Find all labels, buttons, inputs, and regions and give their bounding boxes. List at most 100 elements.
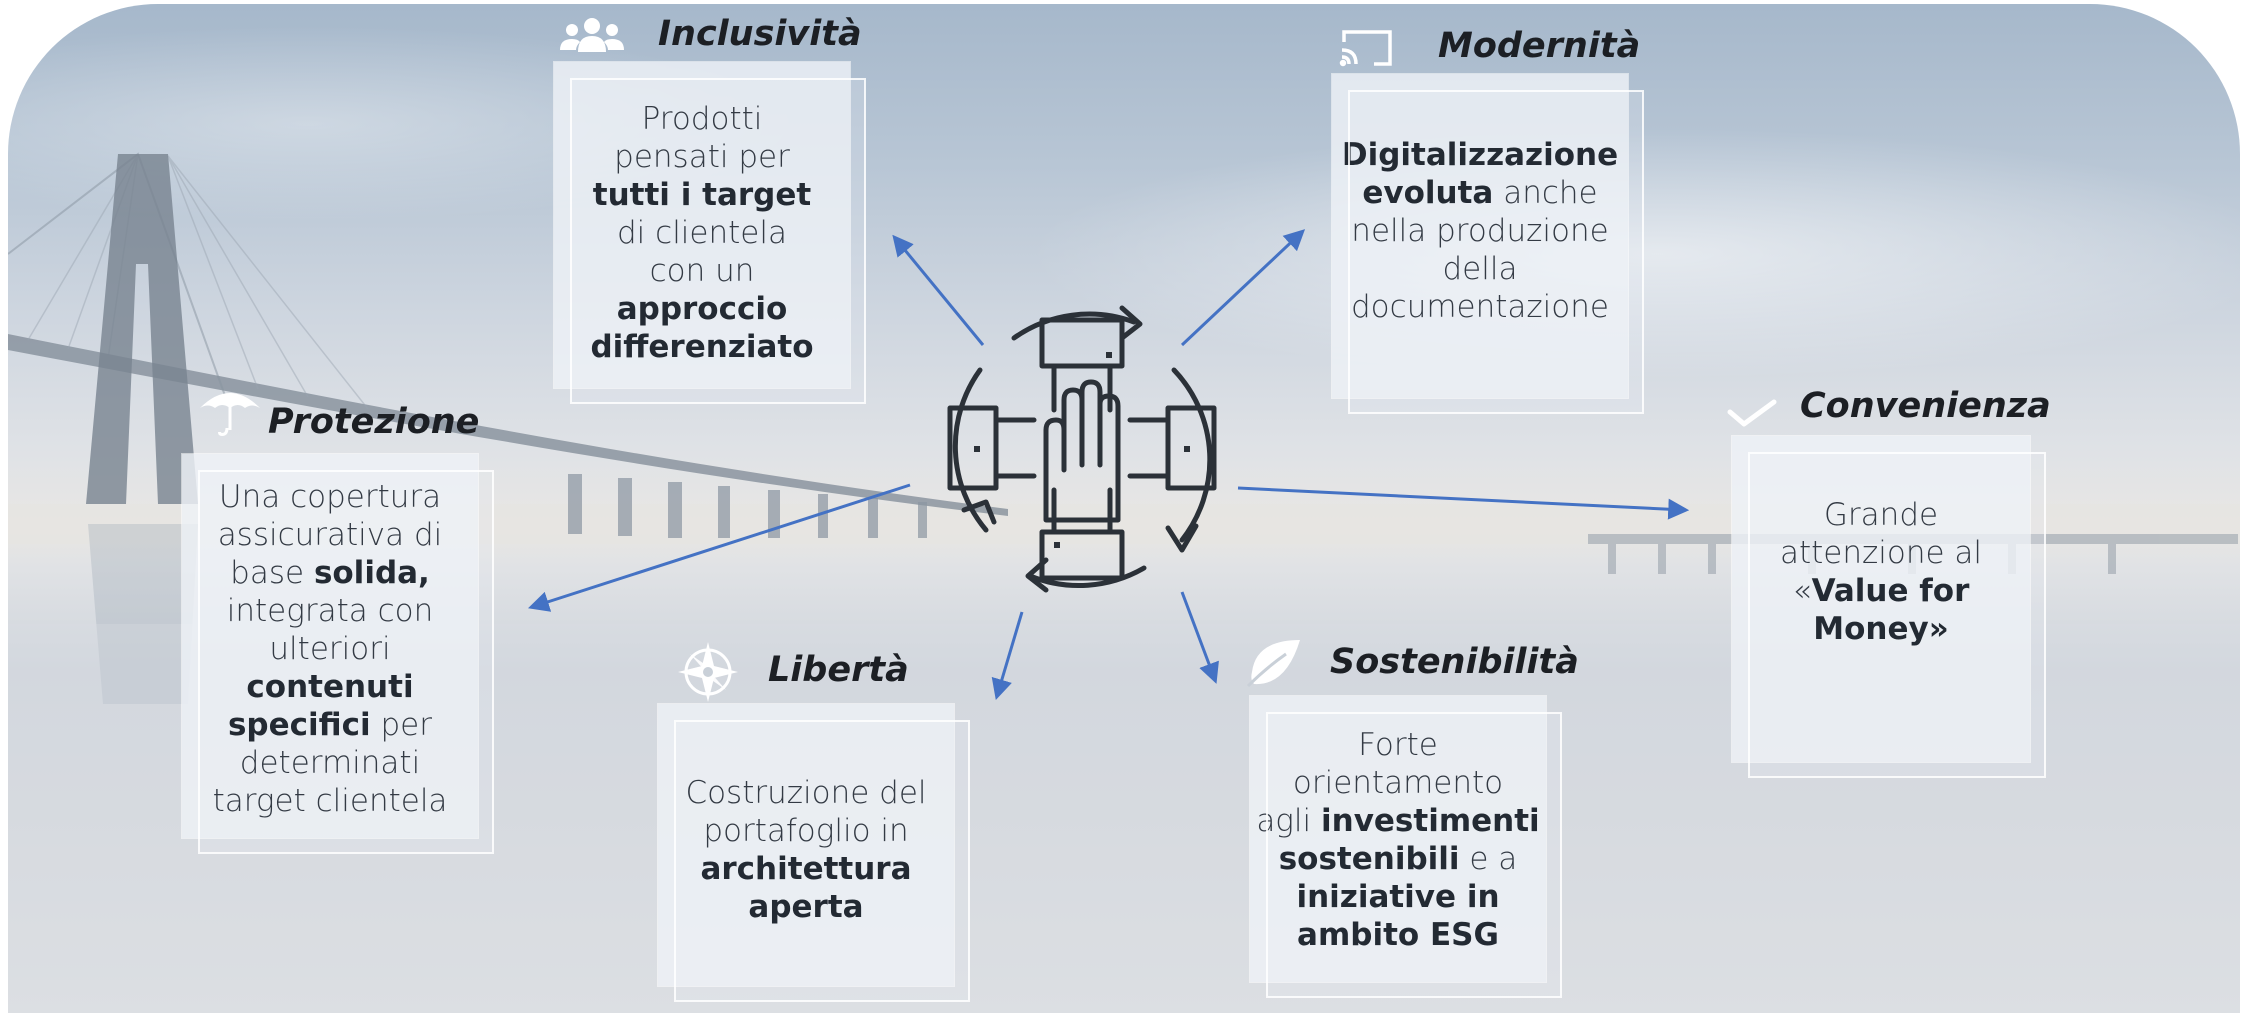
regular-text: base: [230, 555, 314, 591]
bold-text: approccio: [616, 291, 788, 327]
group-icon: [560, 18, 624, 52]
bold-text: specifici: [227, 707, 371, 743]
bold-text: architettura: [700, 851, 912, 887]
arrow-to-inclusivita: [892, 234, 985, 346]
arrow-to-liberta: [991, 611, 1024, 701]
bold-text: solida,: [313, 555, 430, 591]
bold-text: differenziato: [590, 329, 814, 365]
regular-text: Grande: [1823, 497, 1939, 533]
card-line: nella produzione: [1351, 212, 1608, 250]
regular-text: integrata con: [226, 593, 434, 629]
title-convenienza: Convenienza: [1800, 386, 2051, 426]
card-line: evoluta anche: [1362, 174, 1597, 212]
card-line: determinati: [240, 744, 420, 782]
card-line: specifici per: [228, 706, 432, 744]
title-liberta: Libertà: [768, 650, 909, 690]
card-line: Prodotti: [642, 100, 763, 138]
card-line: differenziato: [590, 328, 813, 366]
card-line: tutti i target: [593, 176, 811, 214]
bold-text: Value for: [1811, 573, 1970, 609]
card-line: Forte: [1358, 726, 1438, 764]
card-line: assicurativa di: [218, 516, 443, 554]
regular-text: ulteriori: [269, 631, 391, 667]
arrow-to-modernita: [1180, 229, 1306, 347]
bold-text: iniziative in: [1296, 879, 1500, 915]
arrow-to-protezione: [528, 483, 911, 612]
compass-icon: [678, 642, 738, 702]
regular-text: della: [1442, 251, 1518, 287]
card-line: integrata con: [227, 592, 434, 630]
bold-text: Money»: [1813, 611, 1949, 647]
card-line: Costruzione del: [685, 774, 926, 812]
title-modernita: Modernità: [1438, 26, 1641, 66]
regular-text: Una copertura: [218, 479, 442, 515]
card-line: agli investimenti: [1256, 802, 1539, 840]
card-line: attenzione al: [1780, 534, 1982, 572]
regular-text: di clientela: [617, 215, 787, 251]
card-line: iniziative in: [1296, 878, 1499, 916]
card-line: aperta: [748, 888, 863, 926]
checkmark-icon: [1727, 399, 1777, 427]
regular-text: Prodotti: [641, 101, 763, 137]
card-line: architettura: [700, 850, 911, 888]
arrow-to-sostenibilita: [1180, 591, 1219, 684]
card-line: base solida,: [230, 554, 430, 592]
title-sostenibilita: Sostenibilità: [1330, 642, 1579, 682]
card-line: Una copertura: [219, 478, 441, 516]
card-line: Money»: [1813, 610, 1948, 648]
card-line: «Value for: [1793, 572, 1970, 610]
card-line: sostenibili e a: [1279, 840, 1518, 878]
card-line: della: [1443, 250, 1518, 288]
regular-text: portafoglio in: [703, 813, 909, 849]
card-line: documentazione: [1351, 288, 1609, 326]
regular-text: assicurativa di: [217, 517, 443, 553]
regular-text: con un: [649, 253, 755, 289]
card-line: Digitalizzazione: [1342, 136, 1618, 174]
arrow-to-convenienza: [1237, 486, 1690, 520]
card-line: ulteriori: [269, 630, 390, 668]
regular-text: orientamento: [1292, 765, 1504, 801]
regular-text: determinati: [239, 745, 421, 781]
regular-text: pensati per: [614, 139, 790, 175]
regular-text: nella produzione: [1351, 213, 1609, 249]
umbrella-icon: [200, 393, 260, 436]
bold-text: contenuti: [246, 669, 414, 705]
regular-text: target clientela: [212, 783, 448, 819]
title-inclusivita: Inclusività: [658, 14, 862, 54]
regular-text: attenzione al: [1779, 535, 1983, 571]
bold-text: investimenti: [1321, 803, 1540, 839]
leaf-icon: [1246, 640, 1300, 688]
regular-text: anche: [1493, 175, 1598, 211]
bold-text: ambito ESG: [1297, 917, 1499, 953]
bold-text: tutti i target: [592, 177, 812, 213]
card-line: orientamento: [1293, 764, 1503, 802]
bold-text: aperta: [748, 889, 864, 925]
regular-text: agli: [1256, 803, 1321, 839]
title-protezione: Protezione: [268, 402, 480, 442]
card-line: portafoglio in: [703, 812, 908, 850]
bold-text: Digitalizzazione: [1341, 137, 1619, 173]
card-line: contenuti: [246, 668, 413, 706]
card-line: target clientela: [213, 782, 448, 820]
regular-text: Costruzione del: [685, 775, 927, 811]
regular-text: e a: [1459, 841, 1518, 877]
regular-text: «: [1792, 573, 1812, 609]
card-line: approccio: [617, 290, 788, 328]
card-line: ambito ESG: [1297, 916, 1499, 954]
card-line: di clientela: [617, 214, 787, 252]
card-line: Grande: [1824, 496, 1938, 534]
bold-text: sostenibili: [1278, 841, 1460, 877]
